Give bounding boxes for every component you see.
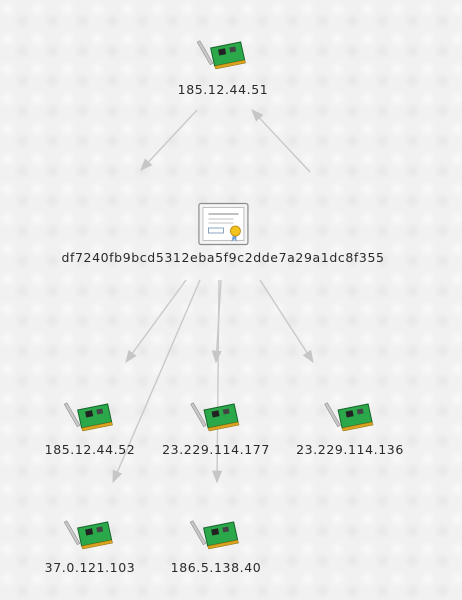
network-card-icon [64,520,114,550]
network-card-icon [190,402,240,432]
ip-label: 185.12.44.52 [44,442,136,457]
ip-label: 185.12.44.51 [177,82,269,97]
ip-label: 37.0.121.103 [44,560,136,575]
certificate-icon [197,202,249,246]
edge-certificate-to-185-12-44-52 [125,279,187,364]
ip-label: 23.229.114.136 [296,442,404,457]
ip-node-23-229-114-177[interactable]: 23.229.114.177 [162,396,270,457]
network-card-icon [197,40,247,70]
certificate-node[interactable]: df7240fb9bcd5312eba5f9c2dde7a29a1dc8f355 [61,202,384,265]
edge-certificate-to-23-229-114-136 [259,279,314,364]
edge-certificate-to-186-5-138-40 [212,279,223,484]
edge-top-ip-to-certificate [140,109,198,171]
ip-node-37-0-121-103[interactable]: 37.0.121.103 [45,514,136,575]
network-card-icon [64,402,114,432]
network-card-icon [190,520,240,550]
ip-node-186-5-138-40[interactable]: 186.5.138.40 [171,514,262,575]
edge-certificate-to-top-ip [251,109,311,173]
ip-node-185-12-44-51[interactable]: 185.12.44.51 [178,30,269,97]
certificate-hash-label: df7240fb9bcd5312eba5f9c2dde7a29a1dc8f355 [61,250,385,265]
edge-certificate-to-37-0-121-103 [112,279,201,484]
ip-node-23-229-114-136[interactable]: 23.229.114.136 [296,396,404,457]
ip-label: 186.5.138.40 [170,560,262,575]
network-card-icon [324,402,374,432]
ip-label: 23.229.114.177 [162,442,270,457]
ip-node-185-12-44-52[interactable]: 185.12.44.52 [45,396,136,457]
